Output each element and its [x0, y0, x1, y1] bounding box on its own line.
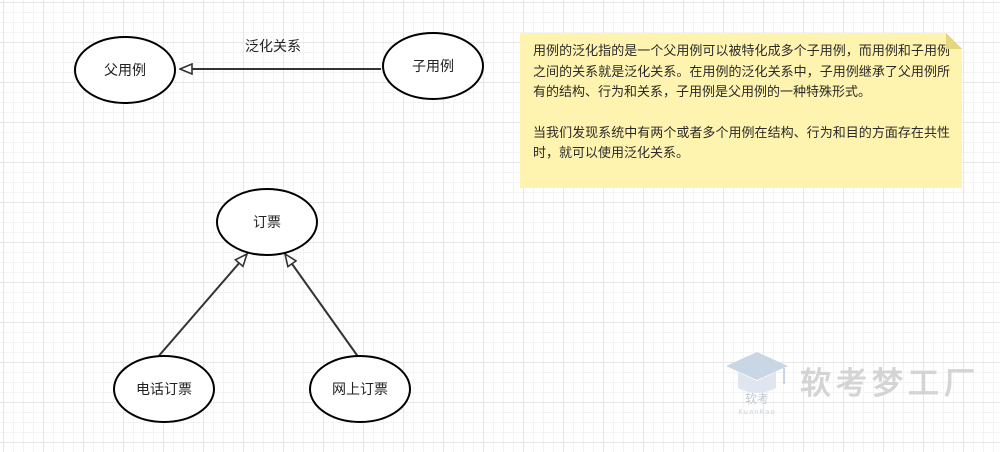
watermark: 软考 KuanKao 软考梦工厂	[722, 346, 975, 418]
use-case-child[interactable]: 子用例	[382, 32, 484, 100]
note-paragraph-1: 用例的泛化指的是一个父用例可以被特化成多个子用例，而用例和子用例之间的关系就是泛…	[533, 44, 950, 100]
watermark-brand-text: 软考梦工厂	[800, 366, 980, 402]
edge-phone-to-booking[interactable]	[156, 254, 247, 359]
use-case-online-booking[interactable]: 网上订票	[309, 355, 411, 423]
use-case-parent[interactable]: 父用例	[74, 36, 176, 104]
edge-online-to-booking[interactable]	[285, 254, 360, 359]
use-case-child-label: 子用例	[412, 59, 454, 75]
note-paragraph-2: 当我们发现系统中有两个或者多个用例在结构、行为和目的方面存在共性时，就可以使用泛…	[533, 125, 950, 161]
watermark-logo-subcaption: KuanKao	[738, 408, 775, 416]
watermark-logo-caption: 软考	[745, 392, 769, 406]
use-case-online-booking-label: 网上订票	[332, 382, 388, 398]
use-case-booking-label: 订票	[253, 215, 281, 231]
edge-label-generalization: 泛化关系	[245, 39, 301, 55]
use-case-parent-label: 父用例	[104, 63, 146, 79]
use-case-phone-booking-label: 电话订票	[136, 382, 192, 398]
graduation-cap-icon: 软考 KuanKao	[726, 352, 788, 416]
sticky-note[interactable]: 用例的泛化指的是一个父用例可以被特化成多个子用例，而用例和子用例之间的关系就是泛…	[520, 33, 962, 188]
use-case-booking[interactable]: 订票	[216, 188, 318, 256]
use-case-phone-booking[interactable]: 电话订票	[113, 355, 215, 423]
note-folded-corner	[946, 33, 962, 49]
